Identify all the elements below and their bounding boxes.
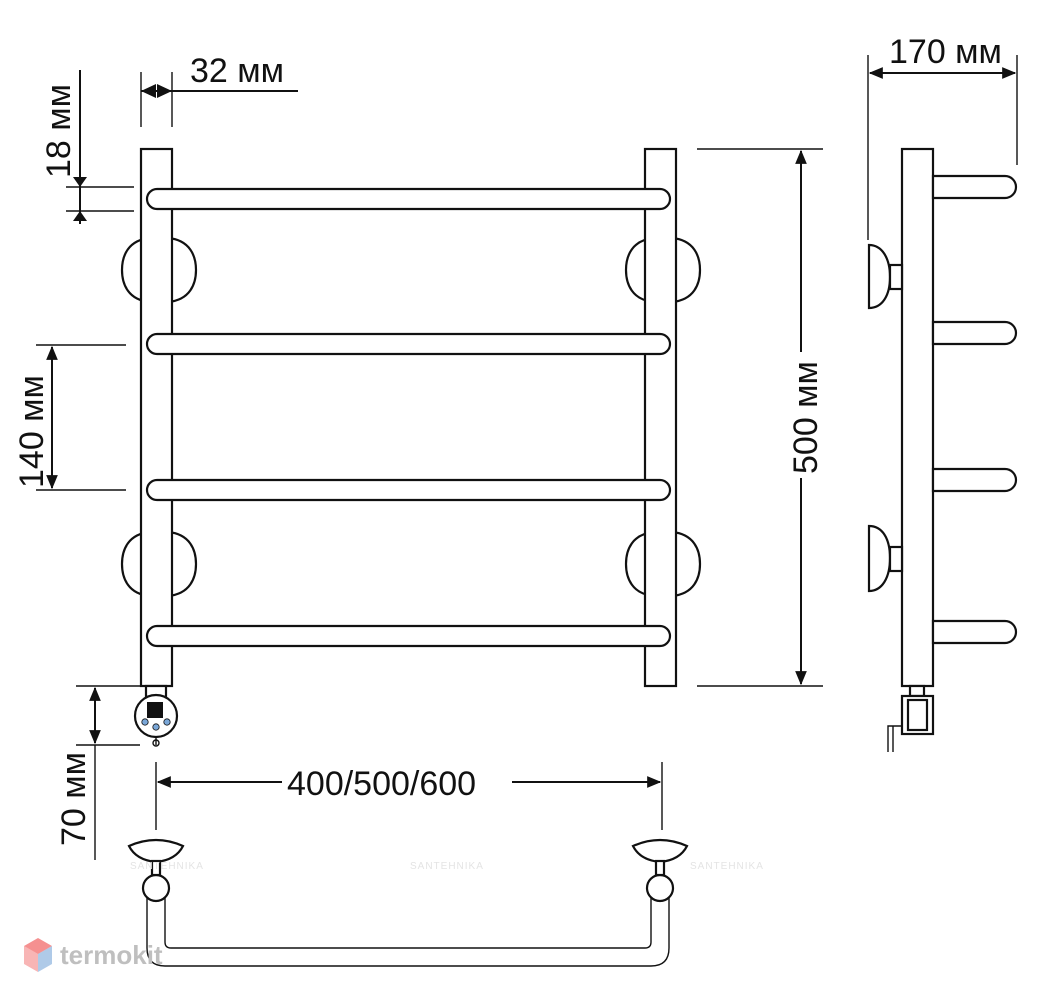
watermark-2: SANTEHNIKA — [410, 861, 484, 872]
side-post — [900, 147, 935, 688]
label-top-offset: 18 мм — [40, 84, 78, 178]
label-bottom-offset: 70 мм — [55, 752, 93, 846]
label-depth: 170 мм — [889, 33, 1002, 71]
watermarks: SANTEHNIKA SANTEHNIKA SANTEHNIKA — [130, 861, 764, 872]
dimension-lines — [36, 55, 1018, 860]
right-post — [643, 147, 678, 688]
front-rungs — [145, 187, 672, 648]
front-view — [120, 147, 702, 747]
brand-logo: termokit — [24, 938, 163, 972]
rung-2 — [145, 332, 672, 356]
front-wall-brackets — [120, 236, 702, 598]
label-height: 500 мм — [787, 361, 825, 474]
side-wall-brackets — [867, 243, 904, 593]
side-view — [867, 147, 1018, 752]
rung-1 — [145, 187, 672, 211]
label-widths: 400/500/600 — [287, 765, 476, 803]
left-post — [139, 147, 174, 688]
side-heater-connector — [887, 684, 935, 752]
rung-3 — [145, 478, 672, 502]
bottom-u-pipe — [146, 892, 670, 967]
dimension-labels: 32 мм 18 мм 140 мм 500 мм 170 мм 70 мм 4… — [13, 33, 1002, 846]
cube-logo-icon — [24, 938, 52, 972]
bottom-view — [127, 838, 689, 967]
label-pipe-width: 32 мм — [190, 52, 284, 90]
watermark-3: SANTEHNIKA — [690, 861, 764, 872]
rung-4 — [145, 624, 672, 648]
label-rung-spacing: 140 мм — [13, 375, 51, 488]
bottom-fittings — [127, 838, 689, 903]
watermark-1: SANTEHNIKA — [130, 861, 204, 872]
brand-name: termokit — [60, 940, 163, 970]
heater-connector — [133, 684, 179, 747]
side-rungs — [931, 174, 1018, 645]
